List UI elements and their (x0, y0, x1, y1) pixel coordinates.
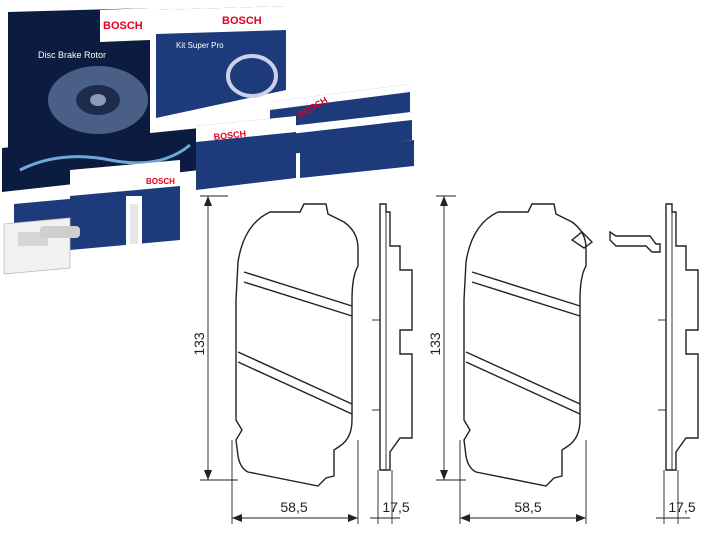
rotor-box-brand: BOSCH (103, 20, 143, 32)
drawing-left-front: 133 58,5 (191, 195, 359, 524)
wear-sensor-clip-icon (609, 230, 661, 253)
kit-super-pro-box: BOSCH Kit Super Pro (156, 6, 286, 118)
right-height-label: 133 (427, 332, 443, 356)
pad-box-brand: BOSCH (213, 129, 246, 142)
wiper-box (2, 128, 200, 192)
kit-box-title: Kit Super Pro (176, 41, 224, 50)
left-thickness-label: 17,5 (382, 499, 409, 515)
product-collage: BOSCH Disc Brake Rotor BOSCH Kit Super P… (2, 6, 414, 275)
drawing-right-side: 17,5 (609, 203, 699, 524)
spark-plug-icon (130, 204, 138, 244)
drawing-right-front: 133 58,5 (427, 195, 594, 524)
bulb-icon (40, 226, 80, 238)
right-width-label: 58,5 (514, 499, 541, 515)
spark-plug-box: BOSCH (70, 160, 180, 260)
disc-brake-rotor-box: BOSCH Disc Brake Rotor (8, 8, 150, 148)
plug-box-brand: BOSCH (146, 177, 175, 186)
right-thickness-label: 17,5 (668, 499, 695, 515)
left-width-label: 58,5 (280, 499, 307, 515)
small-boxes (3, 198, 80, 275)
rotor-box-title: Disc Brake Rotor (38, 50, 106, 60)
left-height-label: 133 (191, 332, 207, 356)
wear-indicator-icon (570, 231, 594, 249)
drawing-left-side: 17,5 (370, 203, 413, 524)
kit-box-brand: BOSCH (222, 15, 262, 27)
brake-pad-boxes: BOSCH BOSCH (196, 84, 414, 190)
brake-shoe-icon (226, 54, 278, 98)
